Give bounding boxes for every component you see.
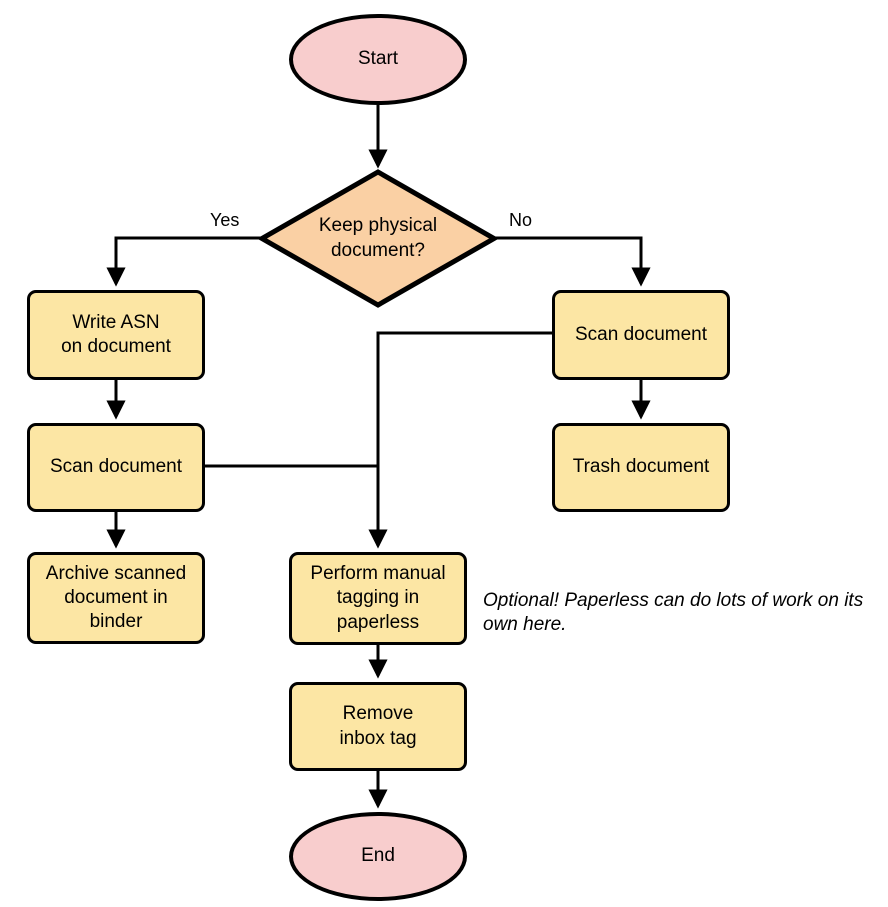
node-end-label: End (361, 845, 395, 867)
node-write-asn-label: Write ASN on document (61, 311, 171, 357)
edge-decision-to-scan-right (494, 236, 651, 287)
edge-decision-to-write-asn (106, 236, 262, 287)
node-scan-document-left[interactable]: Scan document (27, 423, 205, 512)
node-tagging-label: Perform manual tagging in paperless (310, 563, 446, 633)
node-archive-label: Archive scanned document in binder (45, 562, 187, 633)
node-archive-scanned-document[interactable]: Archive scanned document in binder (27, 552, 205, 644)
node-start-label: Start (357, 48, 399, 70)
node-scan-document-right[interactable]: Scan document (552, 290, 730, 380)
node-scan-document-left-label: Scan document (49, 456, 183, 478)
node-end[interactable]: End (289, 812, 467, 901)
node-write-asn-on-document[interactable]: Write ASN on document (27, 290, 205, 380)
node-trash-document[interactable]: Trash document (552, 423, 730, 512)
edge-label-no: No (509, 210, 533, 230)
decision-diamond-shape[interactable] (256, 169, 500, 308)
node-remove-inbox-tag-label: Remove inbox tag (339, 703, 417, 749)
node-perform-manual-tagging[interactable]: Perform manual tagging in paperless (289, 552, 467, 645)
edge-scan-right-to-tagging (368, 331, 552, 549)
edge-label-yes: Yes (210, 210, 240, 230)
node-start[interactable]: Start (289, 14, 467, 105)
node-trash-document-label: Trash document (572, 456, 710, 478)
node-scan-document-right-label: Scan document (574, 323, 708, 345)
optional-note-annotation: Optional! Paperless can do lots of work … (483, 590, 864, 636)
node-remove-inbox-tag[interactable]: Remove inbox tag (289, 682, 467, 771)
